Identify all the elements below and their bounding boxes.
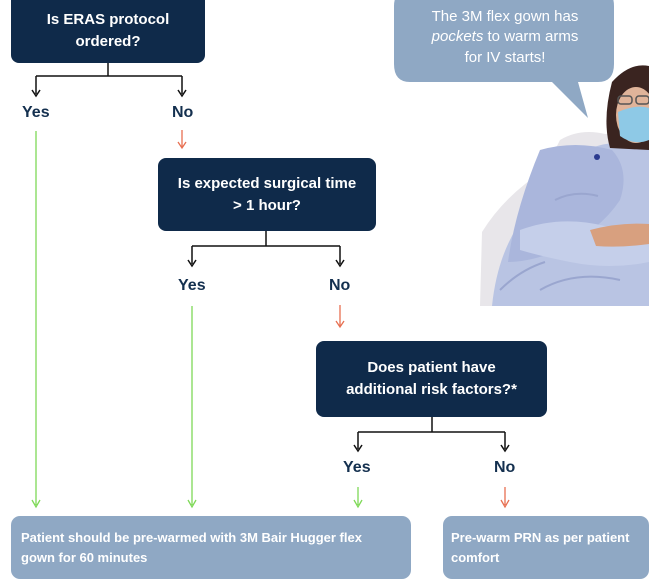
q3-no-arrowhead bbox=[500, 444, 510, 453]
q3-line-2: additional risk factors?* bbox=[346, 381, 517, 398]
outcome-prn-box: Pre-warm PRN as per patient comfort bbox=[443, 516, 649, 579]
q2-branch-connector bbox=[191, 231, 341, 264]
q3-line-1: Does patient have bbox=[367, 359, 496, 377]
q2-no-label: No bbox=[329, 277, 351, 294]
q1-line-2: ordered? bbox=[75, 32, 141, 50]
q1-eras-protocol-node: Is ERAS protocol ordered? bbox=[11, 0, 205, 63]
q1-yes-label: Yes bbox=[22, 104, 50, 121]
q1-no-arrowhead bbox=[177, 89, 187, 98]
q2-yes-arrowhead bbox=[187, 259, 197, 268]
q2-surgical-time-node: Is expected surgical time > 1 hour? bbox=[158, 158, 376, 231]
q3-yes-arrowhead bbox=[353, 444, 363, 453]
q1-branch-connector bbox=[35, 63, 183, 94]
q1-yes-green-arrow bbox=[31, 131, 41, 509]
q2-line-1: Is expected surgical time bbox=[177, 174, 357, 192]
q1-no-label: No bbox=[172, 104, 194, 121]
bubble-line-3: for IV starts! bbox=[464, 48, 546, 66]
q3-yes-label: Yes bbox=[343, 459, 371, 476]
q2-no-red-arrow bbox=[335, 305, 345, 329]
q2-no-arrowhead bbox=[335, 259, 345, 268]
q3-no-red-arrow bbox=[500, 487, 510, 509]
q2-yes-green-arrow bbox=[187, 306, 197, 509]
outcome-prewarm-text: Patient should be pre-warmed with 3M Bai… bbox=[21, 530, 362, 565]
q2-line-2: > 1 hour? bbox=[233, 196, 301, 214]
q3-branch-connector bbox=[357, 417, 506, 449]
bubble-line-1: The 3M flex gown has bbox=[431, 8, 579, 25]
q3-no-label: No bbox=[494, 459, 516, 476]
q1-no-red-arrow bbox=[177, 130, 187, 150]
speech-bubble-text: The 3M flex gown has pockets to warm arm… bbox=[402, 7, 608, 68]
q3-risk-factors-node: Does patient have additional risk factor… bbox=[316, 341, 547, 417]
outcome-prn-text: Pre-warm PRN as per patient comfort bbox=[451, 530, 630, 565]
q1-yes-arrowhead bbox=[31, 89, 41, 98]
bubble-emphasis: pockets bbox=[431, 28, 484, 46]
q3-yes-green-arrow bbox=[353, 487, 363, 509]
bubble-line-2: pockets to warm arms bbox=[402, 27, 608, 47]
q2-yes-label: Yes bbox=[178, 277, 206, 294]
outcome-prewarm-box: Patient should be pre-warmed with 3M Bai… bbox=[11, 516, 411, 579]
speech-bubble bbox=[394, 0, 614, 118]
bubble-line-2-rest: to warm arms bbox=[483, 28, 579, 46]
q1-line-1: Is ERAS protocol bbox=[46, 10, 170, 28]
